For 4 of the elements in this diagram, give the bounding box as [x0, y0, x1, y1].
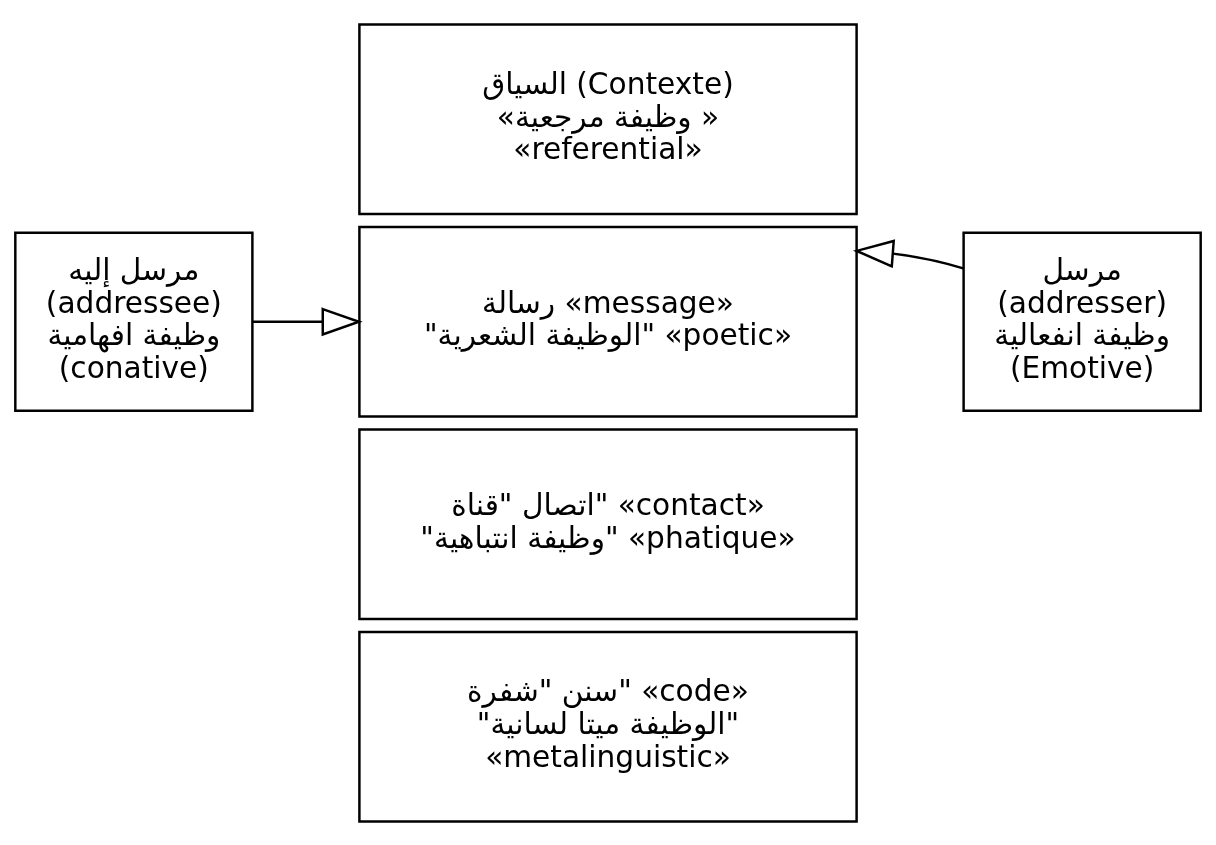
node-box: رسالة «message» "الوظيفة الشعرية" «poetic»: [358, 225, 858, 418]
arrow: [252, 306, 363, 336]
arrow: [852, 238, 964, 270]
node-box: اتصال "قناة" «contact» "وظيفة انتباهية" «phatique»: [358, 427, 858, 620]
